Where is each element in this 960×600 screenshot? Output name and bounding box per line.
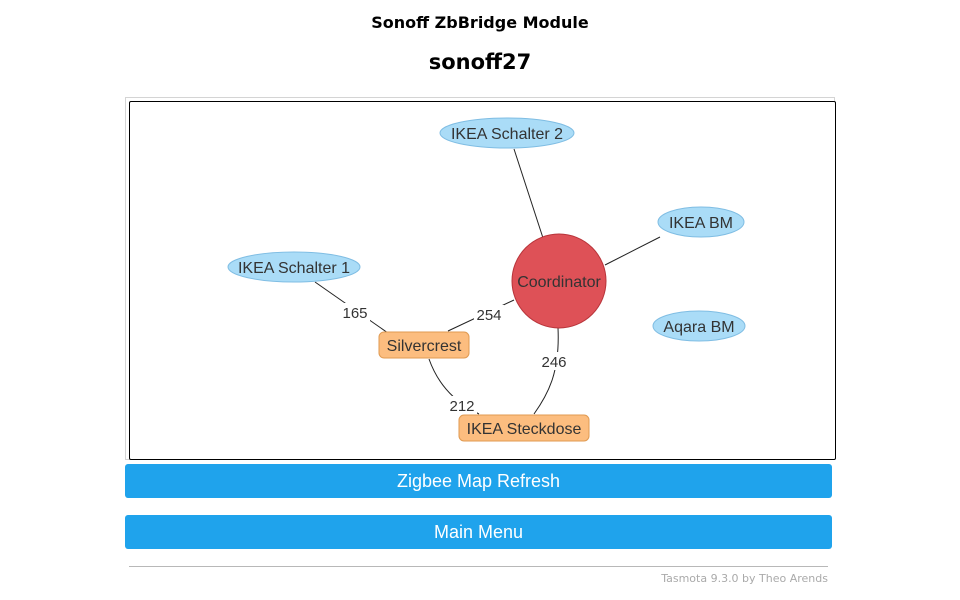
node-label: IKEA Steckdose	[467, 421, 582, 438]
node-shape	[458, 414, 590, 442]
link-coordinator-ikea-schalter-2	[513, 148, 544, 239]
node-label: IKEA Schalter 1	[238, 260, 350, 277]
node-ikea-schalter-1[interactable]: IKEA Schalter 1	[227, 251, 361, 283]
node-shape	[657, 206, 745, 238]
node-aqara-bm[interactable]: Aqara BM	[652, 310, 746, 342]
node-label: Coordinator	[517, 274, 601, 291]
zigbee-map-refresh-button[interactable]: Zigbee Map Refresh	[125, 464, 832, 498]
node-silvercrest[interactable]: Silvercrest	[378, 331, 470, 359]
node-shape	[652, 310, 746, 342]
node-ikea-schalter-2[interactable]: IKEA Schalter 2	[439, 117, 575, 149]
node-shape	[227, 251, 361, 283]
link-quality-label: 165	[342, 305, 367, 322]
link-label-bg	[340, 303, 370, 321]
node-shape	[378, 331, 470, 359]
node-label: Aqara BM	[663, 319, 734, 336]
link-quality-label: 254	[476, 307, 501, 324]
node-shape	[439, 117, 575, 149]
node-label: Silvercrest	[387, 338, 462, 355]
zigbee-network-graph[interactable]: 254 246 165 212 Coordinator IKEA Schalter 2 IK…	[129, 101, 834, 458]
link-quality-label: 212	[449, 398, 474, 415]
node-coordinator[interactable]: Coordinator	[511, 233, 607, 329]
device-name: sonoff27	[428, 50, 532, 74]
main-menu-button[interactable]: Main Menu	[125, 515, 832, 549]
footer-divider	[129, 566, 828, 567]
node-label: IKEA Schalter 2	[451, 126, 563, 143]
zigbee-map-canvas[interactable]	[129, 101, 836, 460]
link-coordinator-ikea-bm	[604, 236, 661, 266]
link-label-bg	[447, 396, 477, 414]
node-shape	[511, 233, 607, 329]
node-ikea-bm[interactable]: IKEA BM	[657, 206, 745, 238]
link-label-bg	[474, 305, 504, 323]
link-label-bg	[539, 352, 569, 370]
node-label: IKEA BM	[669, 215, 733, 232]
module-title: Sonoff ZbBridge Module	[371, 13, 589, 32]
link-quality-label: 246	[541, 354, 566, 371]
link-coordinator-ikea-steckdose	[533, 327, 559, 415]
footer-credits: Tasmota 9.3.0 by Theo Arends	[661, 572, 828, 585]
node-ikea-steckdose[interactable]: IKEA Steckdose	[458, 414, 590, 442]
